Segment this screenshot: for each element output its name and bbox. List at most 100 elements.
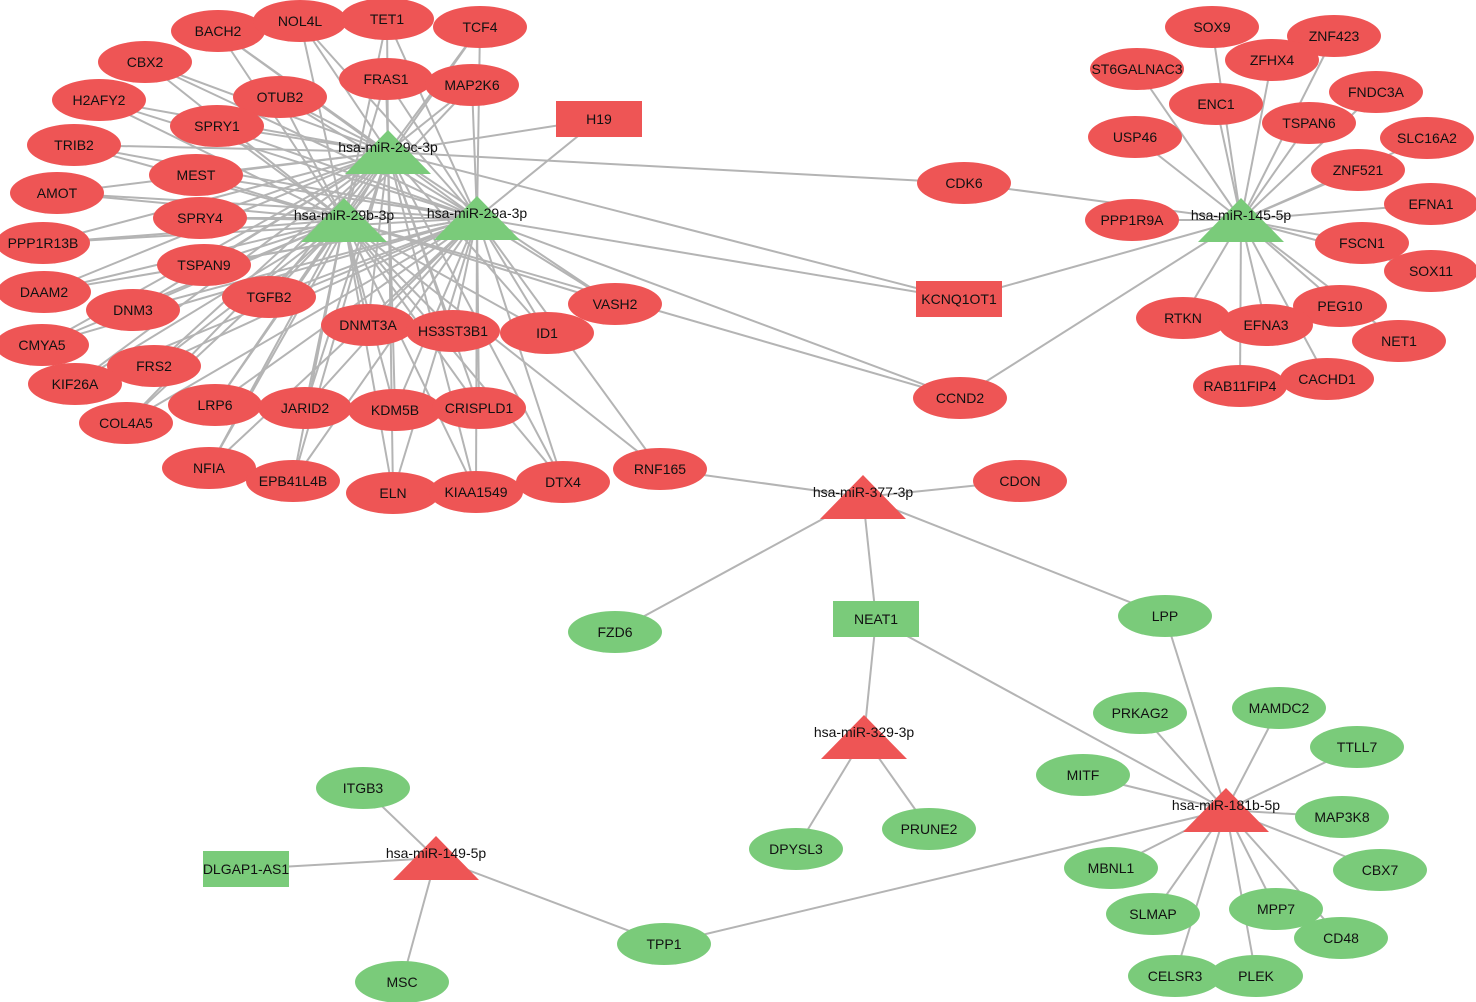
gene-node-ppp1r13b[interactable]: PPP1R13B <box>0 222 90 264</box>
gene-node-dnmt3a[interactable]: DNMT3A <box>321 304 415 346</box>
gene-node-crispld1[interactable]: CRISPLD1 <box>432 387 526 429</box>
gene-node-znf521[interactable]: ZNF521 <box>1311 149 1405 191</box>
gene-node-prkag2[interactable]: PRKAG2 <box>1093 692 1187 734</box>
gene-node-cdk6[interactable]: CDK6 <box>917 162 1011 204</box>
gene-node-znf423[interactable]: ZNF423 <box>1287 15 1381 57</box>
gene-node-kif26a[interactable]: KIF26A <box>28 363 122 405</box>
gene-node-slmap[interactable]: SLMAP <box>1106 893 1200 935</box>
gene-node-efna1[interactable]: EFNA1 <box>1384 183 1476 225</box>
gene-node-cmya5[interactable]: CMYA5 <box>0 324 89 366</box>
gene-node-znf423-label: ZNF423 <box>1309 28 1360 44</box>
gene-node-bach2[interactable]: BACH2 <box>171 10 265 52</box>
gene-node-daam2[interactable]: DAAM2 <box>0 271 91 313</box>
gene-node-rnf165[interactable]: RNF165 <box>613 448 707 490</box>
gene-node-kdm5b[interactable]: KDM5B <box>348 389 442 431</box>
gene-node-fras1[interactable]: FRAS1 <box>339 58 433 100</box>
gene-node-dnm3[interactable]: DNM3 <box>86 289 180 331</box>
gene-node-tspan6[interactable]: TSPAN6 <box>1262 102 1356 144</box>
gene-node-plek[interactable]: PLEK <box>1209 955 1303 997</box>
gene-node-id1[interactable]: ID1 <box>500 312 594 354</box>
gene-node-fzd6[interactable]: FZD6 <box>568 611 662 653</box>
gene-node-msc-label: MSC <box>386 974 417 990</box>
gene-node-otub2[interactable]: OTUB2 <box>233 76 327 118</box>
gene-node-sox11[interactable]: SOX11 <box>1384 250 1476 292</box>
gene-node-zfhx4[interactable]: ZFHX4 <box>1225 39 1319 81</box>
gene-node-mbnl1[interactable]: MBNL1 <box>1064 847 1158 889</box>
mirna-node-hsa-mir-29a-3p[interactable]: hsa-miR-29a-3p <box>427 196 528 240</box>
mirna-node-hsa-mir-29b-3p[interactable]: hsa-miR-29b-3p <box>294 198 395 242</box>
edge-m29a-cbx2 <box>144 61 478 219</box>
gene-node-vash2[interactable]: VASH2 <box>568 283 662 325</box>
gene-node-h2afy2-label: H2AFY2 <box>73 92 126 108</box>
mirna-node-hsa-mir-181b-5p[interactable]: hsa-miR-181b-5p <box>1172 788 1280 832</box>
gene-node-frs2[interactable]: FRS2 <box>107 345 201 387</box>
gene-node-ttll7[interactable]: TTLL7 <box>1310 726 1404 768</box>
gene-node-enc1[interactable]: ENC1 <box>1169 83 1263 125</box>
gene-node-dtx4[interactable]: DTX4 <box>516 461 610 503</box>
gene-node-cbx2[interactable]: CBX2 <box>98 41 192 83</box>
gene-node-efna3[interactable]: EFNA3 <box>1219 304 1313 346</box>
gene-node-map3k8[interactable]: MAP3K8 <box>1295 796 1389 838</box>
gene-node-fscn1[interactable]: FSCN1 <box>1315 222 1409 264</box>
mirna-node-hsa-mir-377-3p[interactable]: hsa-miR-377-3p <box>813 475 914 519</box>
gene-node-ppp1r9a[interactable]: PPP1R9A <box>1085 199 1179 241</box>
edge-m145-st6galnac3 <box>1136 68 1242 221</box>
gene-node-epb41l4b[interactable]: EPB41L4B <box>246 460 340 502</box>
gene-node-lrp6[interactable]: LRP6 <box>168 384 262 426</box>
gene-node-prune2[interactable]: PRUNE2 <box>882 808 976 850</box>
gene-node-usp46[interactable]: USP46 <box>1088 116 1182 158</box>
gene-node-spry1[interactable]: SPRY1 <box>170 105 264 147</box>
mirna-node-hsa-mir-149-5p[interactable]: hsa-miR-149-5p <box>386 836 487 880</box>
gene-node-celsr3-shape <box>1128 955 1222 997</box>
gene-node-cd48[interactable]: CD48 <box>1294 917 1388 959</box>
gene-node-peg10[interactable]: PEG10 <box>1293 285 1387 327</box>
mirna-node-hsa-mir-329-3p[interactable]: hsa-miR-329-3p <box>814 715 915 759</box>
gene-node-h2afy2[interactable]: H2AFY2 <box>52 79 146 121</box>
gene-node-tpp1[interactable]: TPP1 <box>617 923 711 965</box>
gene-node-mpp7[interactable]: MPP7 <box>1229 888 1323 930</box>
gene-node-jarid2[interactable]: JARID2 <box>258 387 352 429</box>
gene-node-dpysl3[interactable]: DPYSL3 <box>749 828 843 870</box>
mirna-node-hsa-mir-29c-3p[interactable]: hsa-miR-29c-3p <box>338 130 438 174</box>
gene-node-ccnd2[interactable]: CCND2 <box>913 377 1007 419</box>
gene-node-sox9[interactable]: SOX9 <box>1165 6 1259 48</box>
lncrna-node-neat1[interactable]: NEAT1 <box>833 601 919 637</box>
gene-node-rtkn[interactable]: RTKN <box>1136 297 1230 339</box>
gene-node-hs3st3b1[interactable]: HS3ST3B1 <box>406 310 500 352</box>
mirna-node-hsa-mir-29b-3p-shape <box>301 198 387 242</box>
gene-node-tet1[interactable]: TET1 <box>340 0 434 40</box>
gene-node-msc[interactable]: MSC <box>355 961 449 1002</box>
gene-node-map2k6[interactable]: MAP2K6 <box>425 64 519 106</box>
gene-node-cachd1[interactable]: CACHD1 <box>1280 358 1374 400</box>
gene-node-lpp[interactable]: LPP <box>1118 595 1212 637</box>
gene-node-amot[interactable]: AMOT <box>10 172 104 214</box>
gene-node-net1[interactable]: NET1 <box>1352 320 1446 362</box>
gene-node-spry4[interactable]: SPRY4 <box>153 197 247 239</box>
lncrna-node-kcnq1ot1[interactable]: KCNQ1OT1 <box>916 281 1002 317</box>
gene-node-fndc3a-shape <box>1329 71 1423 113</box>
gene-node-tspan9[interactable]: TSPAN9 <box>157 244 251 286</box>
gene-node-mitf[interactable]: MITF <box>1036 754 1130 796</box>
gene-node-trib2[interactable]: TRIB2 <box>27 124 121 166</box>
gene-node-tgfb2[interactable]: TGFB2 <box>222 276 316 318</box>
gene-node-col4a5[interactable]: COL4A5 <box>79 402 173 444</box>
gene-node-kiaa1549[interactable]: KIAA1549 <box>429 471 523 513</box>
gene-node-mest[interactable]: MEST <box>149 154 243 196</box>
gene-node-fndc3a[interactable]: FNDC3A <box>1329 71 1423 113</box>
lncrna-node-h19[interactable]: H19 <box>556 101 642 137</box>
mirna-node-hsa-mir-149-5p-label: hsa-miR-149-5p <box>386 845 487 861</box>
gene-node-rab11fip4[interactable]: RAB11FIP4 <box>1193 365 1287 407</box>
gene-node-cdon[interactable]: CDON <box>973 460 1067 502</box>
gene-node-st6galnac3[interactable]: ST6GALNAC3 <box>1090 48 1184 90</box>
gene-node-eln[interactable]: ELN <box>346 472 440 514</box>
gene-node-celsr3[interactable]: CELSR3 <box>1128 955 1222 997</box>
mirna-node-hsa-mir-145-5p[interactable]: hsa-miR-145-5p <box>1191 198 1292 242</box>
gene-node-nfia[interactable]: NFIA <box>162 447 256 489</box>
gene-node-nol4l[interactable]: NOL4L <box>253 0 347 42</box>
lncrna-node-dlgap1-as1[interactable]: DLGAP1-AS1 <box>203 851 290 887</box>
gene-node-mamdc2[interactable]: MAMDC2 <box>1232 687 1326 729</box>
gene-node-itgb3[interactable]: ITGB3 <box>316 767 410 809</box>
gene-node-cbx7[interactable]: CBX7 <box>1333 849 1427 891</box>
gene-node-tcf4[interactable]: TCF4 <box>433 6 527 48</box>
gene-node-slc16a2[interactable]: SLC16A2 <box>1380 117 1474 159</box>
